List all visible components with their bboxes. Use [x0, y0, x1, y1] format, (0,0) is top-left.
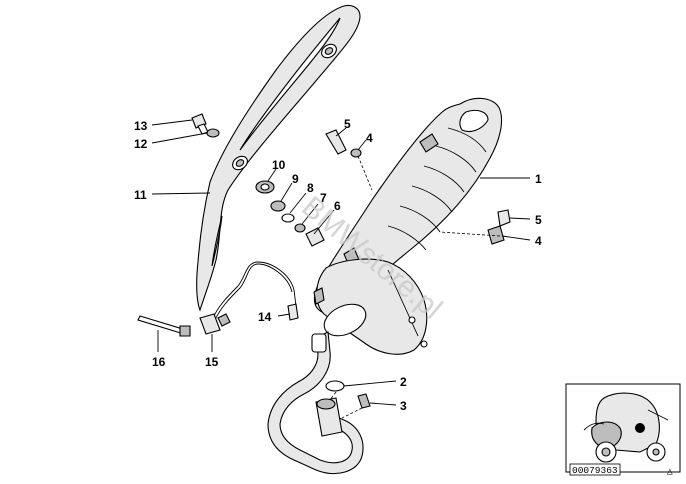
callout-1: 1	[535, 172, 542, 186]
callout-14: 14	[258, 310, 272, 324]
heat-shield-cover	[196, 4, 361, 312]
callout-4-top: 4	[366, 131, 373, 145]
reference-number: 00079363	[572, 465, 618, 476]
callout-15: 15	[205, 355, 219, 369]
callout-16: 16	[152, 355, 166, 369]
callout-9: 9	[292, 172, 299, 186]
callout-13: 13	[134, 119, 148, 133]
callout-7: 7	[320, 191, 327, 205]
callout-6: 6	[334, 199, 341, 213]
callouts: 1 2 3 4 4 5 5 6 7 8 9 10 11 12 13 14 15 …	[134, 117, 542, 413]
lambda-sensor	[199, 261, 297, 335]
callout-10: 10	[272, 158, 286, 172]
inset-thumbnail: 00079363 △	[565, 383, 681, 477]
hardware-parts	[191, 113, 511, 409]
leader-lines	[151, 119, 531, 419]
callout-12: 12	[134, 137, 148, 151]
exhaust-pipe	[267, 331, 364, 474]
cable-tie	[137, 315, 191, 337]
callout-8: 8	[307, 181, 314, 195]
callout-3: 3	[400, 399, 407, 413]
callout-5-right: 5	[535, 213, 542, 227]
callout-11: 11	[134, 188, 147, 202]
callout-2: 2	[400, 375, 407, 389]
callout-5-top: 5	[344, 117, 351, 131]
silencer-muffler	[313, 97, 503, 355]
callout-4-right: 4	[535, 234, 542, 248]
corner-triangle-icon: △	[667, 466, 673, 477]
